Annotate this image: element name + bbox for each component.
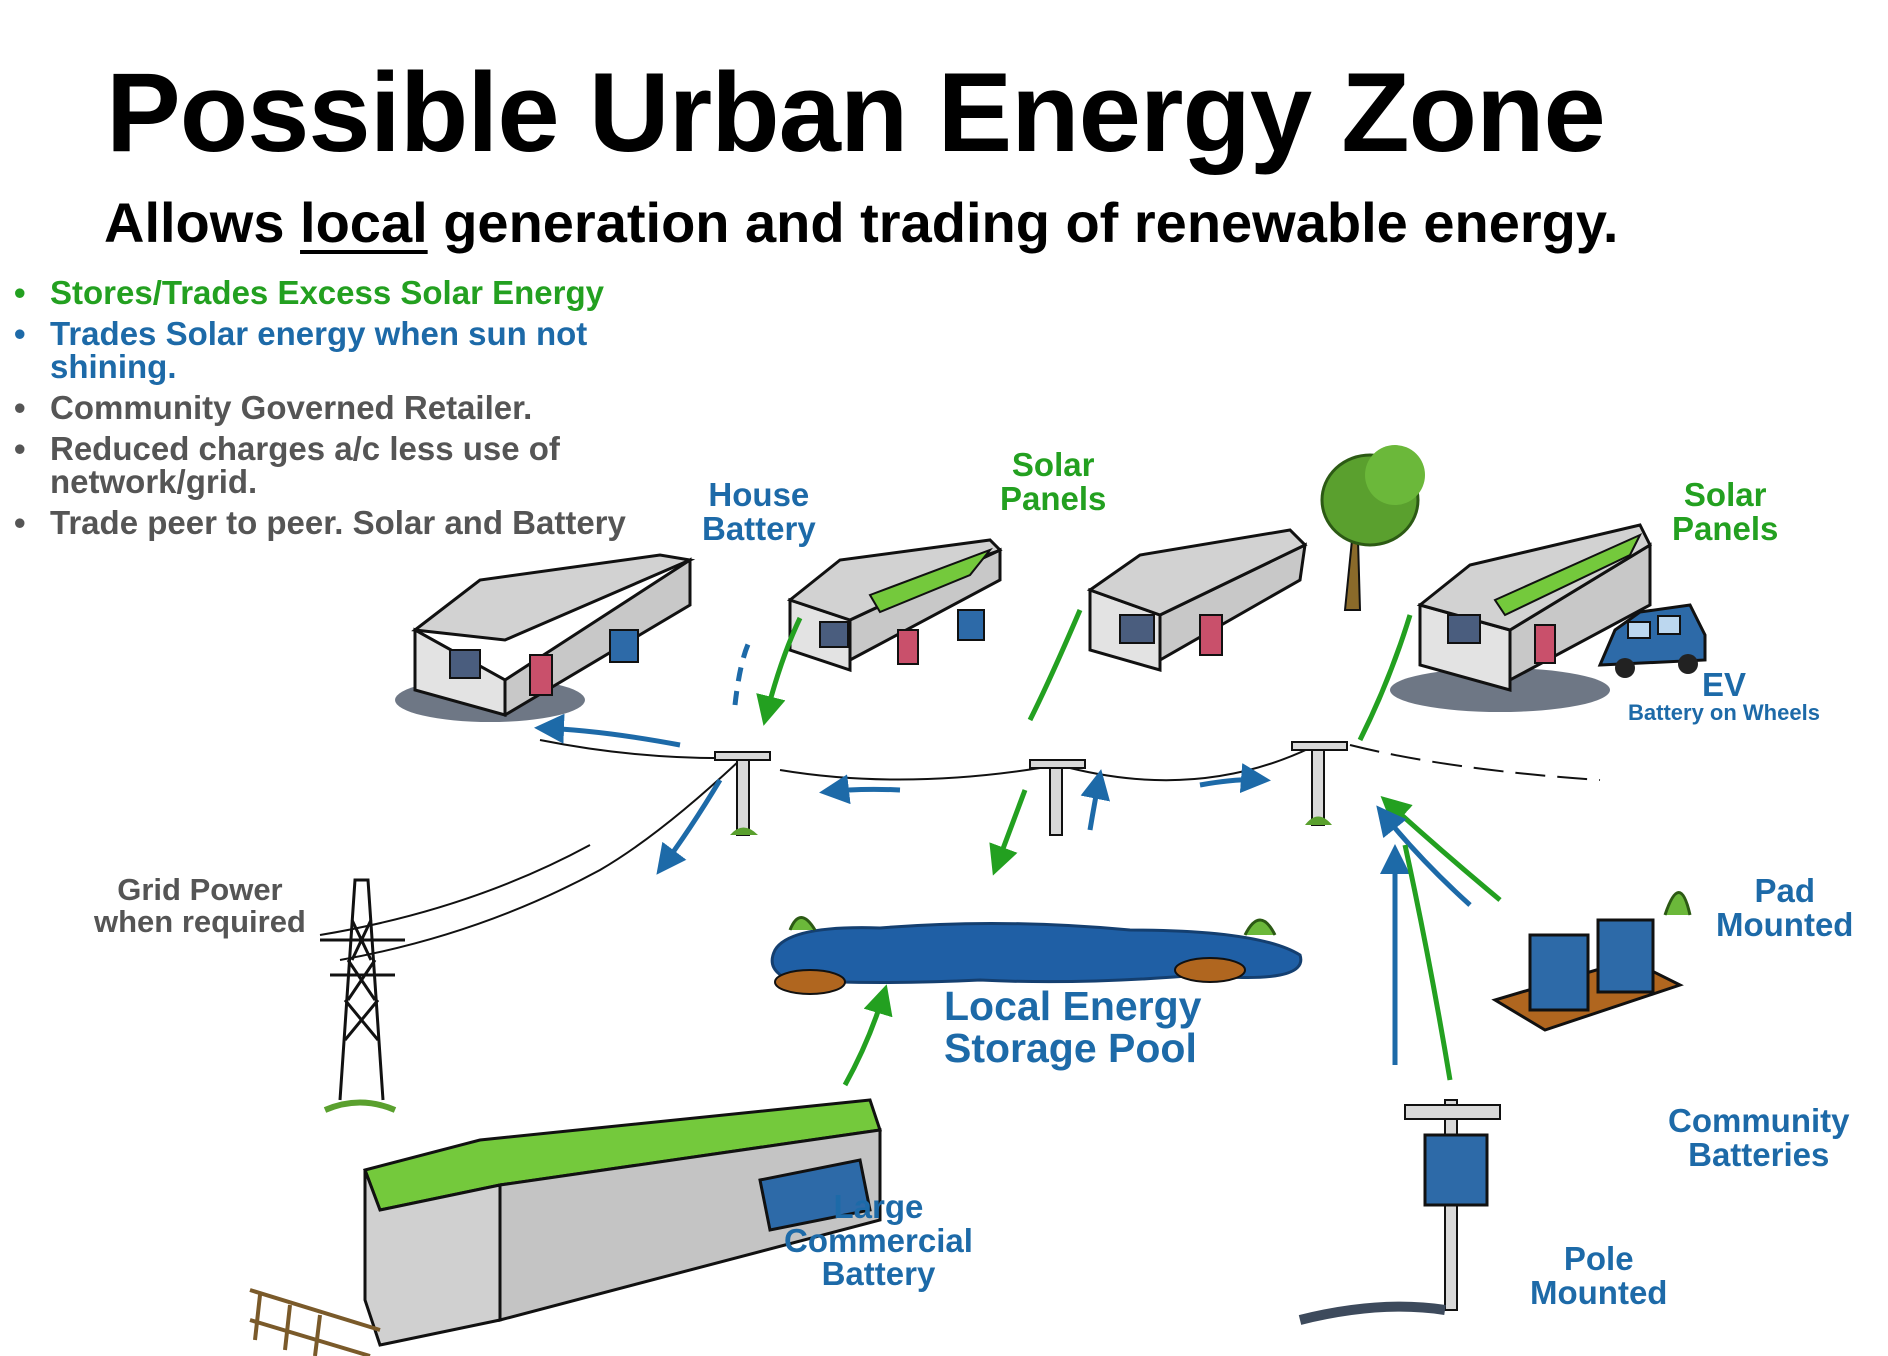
subtitle-underlined: local	[300, 191, 428, 254]
list-item: Community Governed Retailer.	[14, 391, 674, 424]
house-1	[395, 553, 696, 722]
label-community-batteries: Community Batteries	[1668, 1104, 1850, 1171]
pole-3	[1291, 741, 1348, 826]
label-line: House	[708, 476, 810, 513]
label-line: Large	[833, 1188, 924, 1225]
page-title: Possible Urban Energy Zone	[106, 50, 1606, 175]
tree	[1320, 445, 1425, 611]
label-line: Mounted	[1530, 1273, 1668, 1311]
label-line: Grid Power	[117, 872, 283, 907]
label-line: Battery	[702, 509, 816, 547]
label-line: Local Energy	[944, 983, 1202, 1029]
label-line: EV	[1701, 666, 1746, 703]
list-item: Stores/Trades Excess Solar Energy	[14, 276, 674, 309]
commercial-building	[249, 1098, 882, 1356]
house-4	[1390, 523, 1652, 712]
label-solar-panels-1: Solar Panels	[1000, 448, 1106, 515]
label-pole-mounted: Pole Mounted	[1530, 1242, 1667, 1309]
label-line: Mounted	[1716, 905, 1854, 943]
page-subtitle: Allows local generation and trading of r…	[104, 190, 1618, 255]
subtitle-after: generation and trading of renewable ener…	[427, 191, 1619, 254]
subtitle-before: Allows	[104, 191, 301, 254]
label-line: Panels	[1672, 509, 1779, 547]
list-item: Trades Solar energy when sun not shining…	[14, 317, 674, 383]
label-line: Panels	[1000, 479, 1107, 517]
label-local-pool: Local Energy Storage Pool	[944, 983, 1202, 1071]
label-line: Solar	[1011, 446, 1095, 483]
label-line: Commercial	[784, 1221, 973, 1259]
label-line: Battery on Wheels	[1628, 699, 1820, 725]
label-line: Batteries	[1688, 1135, 1830, 1173]
label-house-battery: House Battery	[702, 478, 816, 545]
label-solar-panels-2: Solar Panels	[1672, 478, 1778, 545]
flow-arrows	[534, 609, 1502, 1087]
ev-car	[1597, 603, 1707, 678]
label-line: Pad	[1754, 872, 1815, 909]
transmission-tower	[320, 878, 405, 1113]
pole-2	[1029, 759, 1086, 836]
label-large-commercial: Large Commercial Battery	[784, 1190, 973, 1291]
label-pad-mounted: Pad Mounted	[1716, 874, 1853, 941]
benefit-list: Stores/Trades Excess Solar Energy Trades…	[14, 276, 674, 547]
list-item: Reduced charges a/c less use of network/…	[14, 432, 674, 498]
label-line: Storage Pool	[944, 1024, 1197, 1071]
pole-1	[714, 751, 771, 836]
label-line: Battery	[821, 1255, 936, 1293]
pole-mounted-battery	[1298, 1099, 1501, 1325]
energy-storage-pool	[770, 916, 1303, 995]
label-line: when required	[94, 903, 306, 939]
label-grid-power: Grid Power when required	[94, 874, 306, 937]
house-2	[786, 538, 1003, 673]
pad-mounted-batteries	[1491, 891, 1692, 1032]
house-3	[1086, 528, 1308, 672]
label-line: Pole	[1563, 1240, 1634, 1277]
label-ev: EV Battery on Wheels	[1628, 668, 1820, 724]
list-item: Trade peer to peer. Solar and Battery	[14, 506, 674, 539]
label-line: Community	[1668, 1102, 1850, 1139]
label-line: Solar	[1683, 476, 1767, 513]
distribution-network	[319, 739, 1601, 961]
